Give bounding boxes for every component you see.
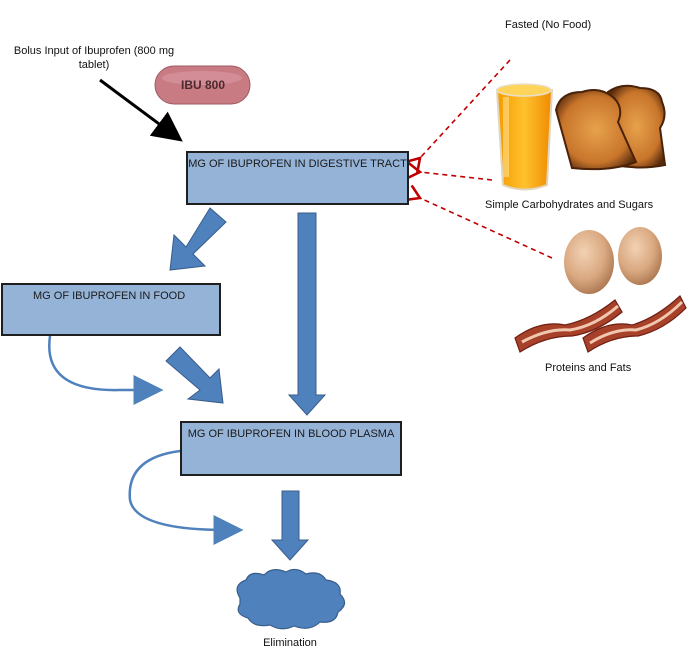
eggs-image bbox=[564, 227, 662, 294]
blood-plasma-label: MG OF IBUPROFEN IN BLOOD PLASMA bbox=[187, 428, 395, 440]
digestive-tract-box: MG OF IBUPROFEN IN DIGESTIVE TRACT bbox=[186, 151, 409, 205]
elimination-cloud bbox=[236, 568, 346, 630]
input-label: Bolus Input of Ibuprofen (800 mg tablet) bbox=[13, 45, 175, 71]
toast-image bbox=[554, 84, 667, 171]
pill-image bbox=[154, 65, 251, 105]
food-label: MG OF IBUPROFEN IN FOOD bbox=[33, 290, 186, 302]
blood-plasma-box: MG OF IBUPROFEN IN BLOOD PLASMA bbox=[180, 421, 402, 476]
digestive-to-food-arrow bbox=[169, 207, 227, 271]
food-to-plasma-arrow bbox=[165, 346, 224, 404]
plasma-loop-arrow bbox=[128, 449, 244, 545]
input-arrow bbox=[99, 78, 183, 142]
elimination-label: Elimination bbox=[263, 637, 317, 649]
carbs-arrow bbox=[405, 161, 493, 181]
proteins-label: Proteins and Fats bbox=[545, 362, 632, 374]
bacon-image bbox=[514, 295, 687, 353]
fasted-label: Fasted (No Food) bbox=[505, 19, 592, 31]
proteins-arrow bbox=[404, 184, 553, 259]
plasma-to-elimination-arrow bbox=[270, 490, 310, 561]
food-loop-arrow bbox=[48, 335, 164, 405]
pill-label: IBU 800 bbox=[180, 78, 226, 92]
digestive-to-plasma-arrow bbox=[287, 212, 327, 416]
fasted-arrow bbox=[405, 59, 511, 174]
carbs-label: Simple Carbohydrates and Sugars bbox=[485, 199, 654, 211]
digestive-tract-label: MG OF IBUPROFEN IN DIGESTIVE TRACT bbox=[188, 158, 407, 170]
orange-juice-image bbox=[495, 83, 554, 191]
food-box: MG OF IBUPROFEN IN FOOD bbox=[1, 283, 221, 336]
